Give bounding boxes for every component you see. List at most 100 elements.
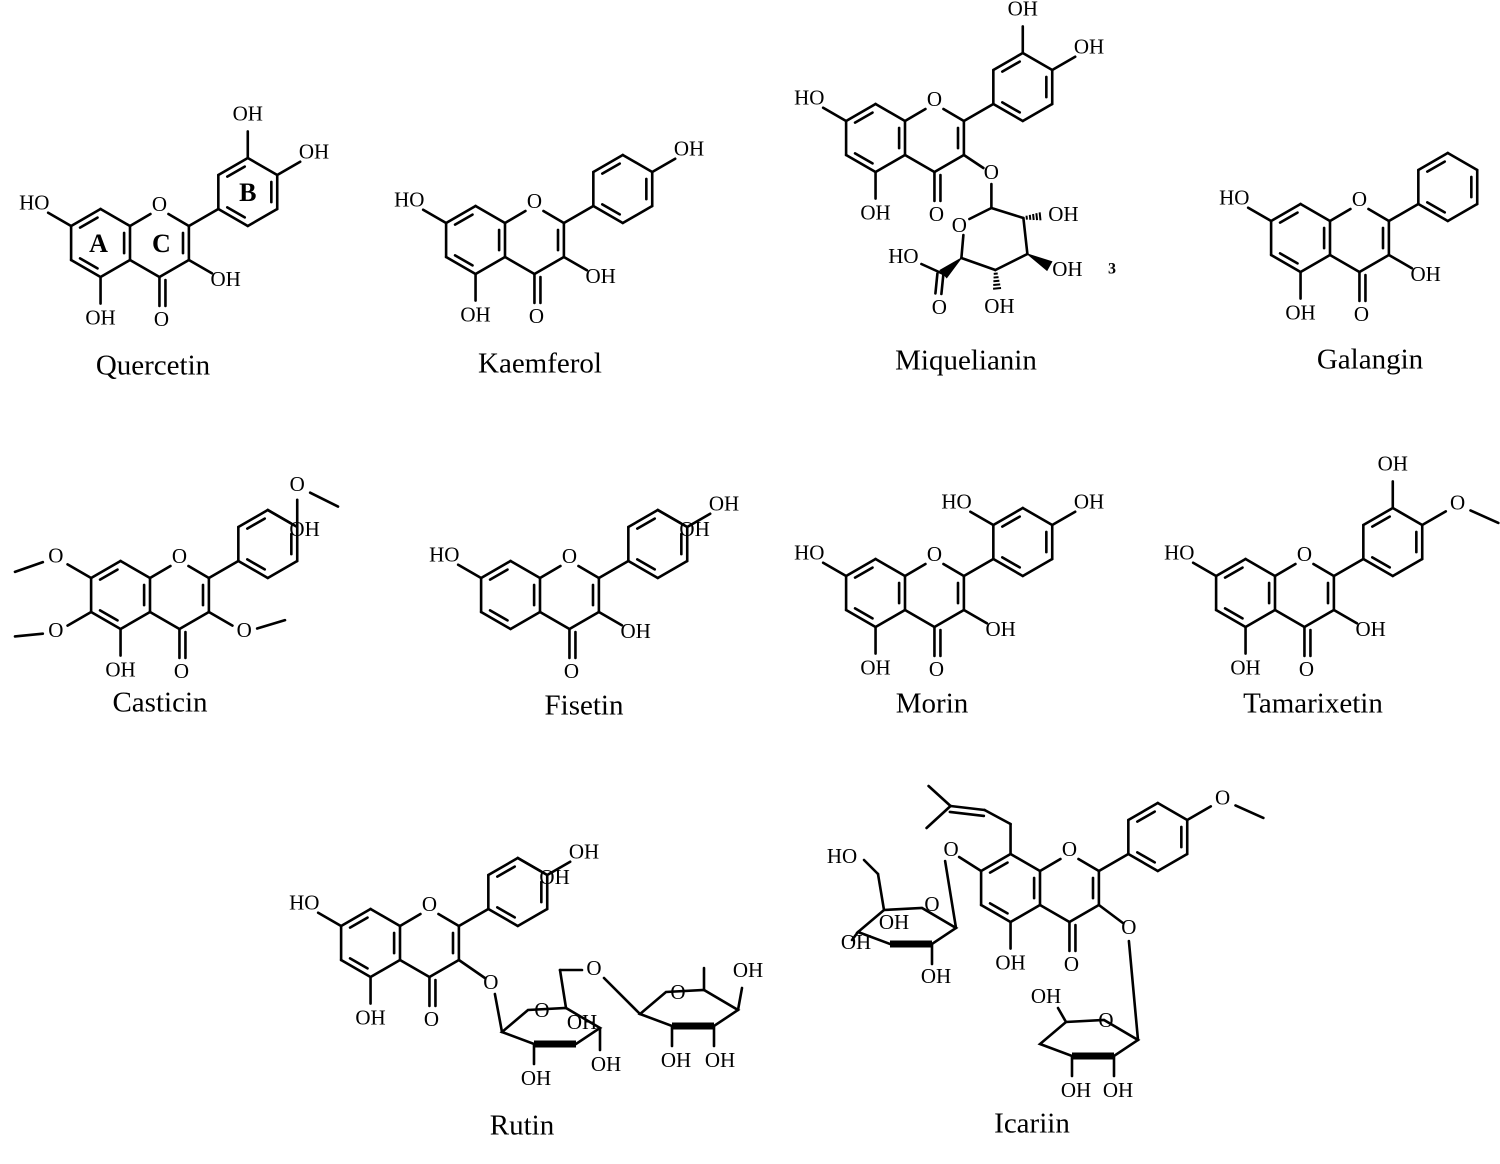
rhamnose-ring [640,990,738,1026]
oh-3-label: OH [986,617,1016,641]
oh-3p-label: OH [289,517,319,541]
ring-oxygen-label: O [1062,837,1077,861]
oh-5-label: OH [85,305,115,329]
methoxy-3-label: O [237,618,252,642]
oh-3r-label: OH [1061,1078,1091,1102]
compound-name-rutin: Rutin [490,1110,555,1142]
oh-4g-label: OH [984,294,1014,318]
ho-7-label: HO [1219,186,1249,210]
compound-name-casticin: Casticin [112,687,208,719]
glycosidic-oxygen-3-label: O [1121,915,1136,939]
oh-4p-label: OH [299,140,329,164]
compound-name-kaemferol: Kaemferol [478,348,602,380]
rhamnose-ring [1040,1020,1138,1056]
oh-4p-label: OH [1074,35,1104,59]
ring-a-label: A [89,229,108,258]
oh-5-label: OH [860,200,890,224]
oh-3p-label: OH [679,517,709,541]
carbonyl-oxygen-label: O [1299,657,1314,681]
ring-oxygen-label: O [927,87,942,111]
ho-7-label: HO [394,188,424,212]
ring-oxygen-label: O [172,544,187,568]
compound-kaemferol: O O HO OH OH OH Kaemferol [394,137,704,380]
compound-name-quercetin: Quercetin [96,350,211,382]
linker-oxygen-label: O [586,956,601,980]
methoxy-7-label: O [48,543,63,567]
oh-2r-label: OH [733,958,763,982]
methoxy-4p-label: O [1450,490,1465,514]
carbonyl-oxygen-label: O [564,659,579,683]
compound-name-galangin: Galangin [1317,344,1424,376]
carbonyl-oxygen-label: O [174,659,189,683]
ho-6g-label: HO [827,844,857,868]
glucose-ring-oxygen-label: O [534,998,549,1022]
methoxy-6-label: O [48,618,63,642]
glucose-ring-oxygen-label: O [924,892,939,916]
oh-5-label: OH [995,950,1025,974]
compound-name-tamarixetin: Tamarixetin [1243,688,1383,720]
ring-oxygen-label: O [152,192,167,216]
oh-3g-label: OH [591,1052,621,1076]
methoxy-4p-label: O [290,472,305,496]
compound-number-label: 3 [1108,261,1116,278]
carbonyl-oxygen-label: O [529,304,544,328]
glycosidic-oxygen-7-label: O [944,837,959,861]
ring-oxygen-label: O [422,892,437,916]
carbonyl-oxygen-label: O [1354,302,1369,326]
ho-7-label: HO [794,541,824,565]
oh-3p-label: OH [539,865,569,889]
compound-name-fisetin: Fisetin [545,690,624,722]
oh-5-label: OH [355,1005,385,1029]
ho-7-label: HO [794,86,824,110]
ring-c-label: C [152,229,171,258]
carbonyl-oxygen-label: O [929,202,944,226]
carbonyl-oxygen-label: O [424,1007,439,1031]
oh-2g-label: OH [521,1066,551,1090]
ring-oxygen-label: O [562,544,577,568]
oh-2r-label: OH [1103,1078,1133,1102]
compound-name-morin: Morin [896,688,969,720]
glycosidic-oxygen-label: O [984,160,999,184]
oh-5-label: OH [460,302,490,326]
carbonyl-oxygen-label: O [1064,952,1079,976]
oh-4p-label: OH [569,840,599,864]
ring-oxygen-label: O [927,542,942,566]
oh-3-label: OH [586,264,616,288]
oh-4p-label: OH [674,137,704,161]
ho-7-label: HO [19,191,49,215]
oh-2g-label: OH [921,964,951,988]
oh-3p-label: OH [233,101,263,125]
oh-3-label: OH [211,267,241,291]
pyranose-oxygen-label: O [952,213,967,237]
methoxy-4p-label: O [1215,785,1230,809]
ring-b-label: B [239,178,256,207]
glycosidic-oxygen-label: O [483,970,498,994]
oh-3-label: OH [621,619,651,643]
oh-4p-label: OH [709,492,739,516]
oh-3-label: OH [1411,262,1441,286]
oh-5-label: OH [105,657,135,681]
oh-3p-label: OH [1378,451,1408,475]
oh-4r-label: OH [1031,984,1061,1008]
oh-4g-label: OH [567,1010,597,1034]
oh-4p-label: OH [1074,490,1104,514]
oh-4r-label: OH [661,1048,691,1072]
carbonyl-oxygen-label: O [154,307,169,331]
ho-7-label: HO [1164,541,1194,565]
oh-4g-label: OH [879,910,909,934]
rhamnose-ring-oxygen-label: O [1098,1008,1113,1032]
ring-oxygen-label: O [527,189,542,213]
ho-2p-label: HO [941,490,971,514]
oh-5-label: OH [1285,300,1315,324]
rhamnose-ring-oxygen-label: O [670,980,685,1004]
carbonyl-oxygen-label: O [929,657,944,681]
compound-quercetin: O O HO OH OH OH OH A C B Quercetin [19,101,329,381]
oh-3g-label: OH [1052,257,1082,281]
